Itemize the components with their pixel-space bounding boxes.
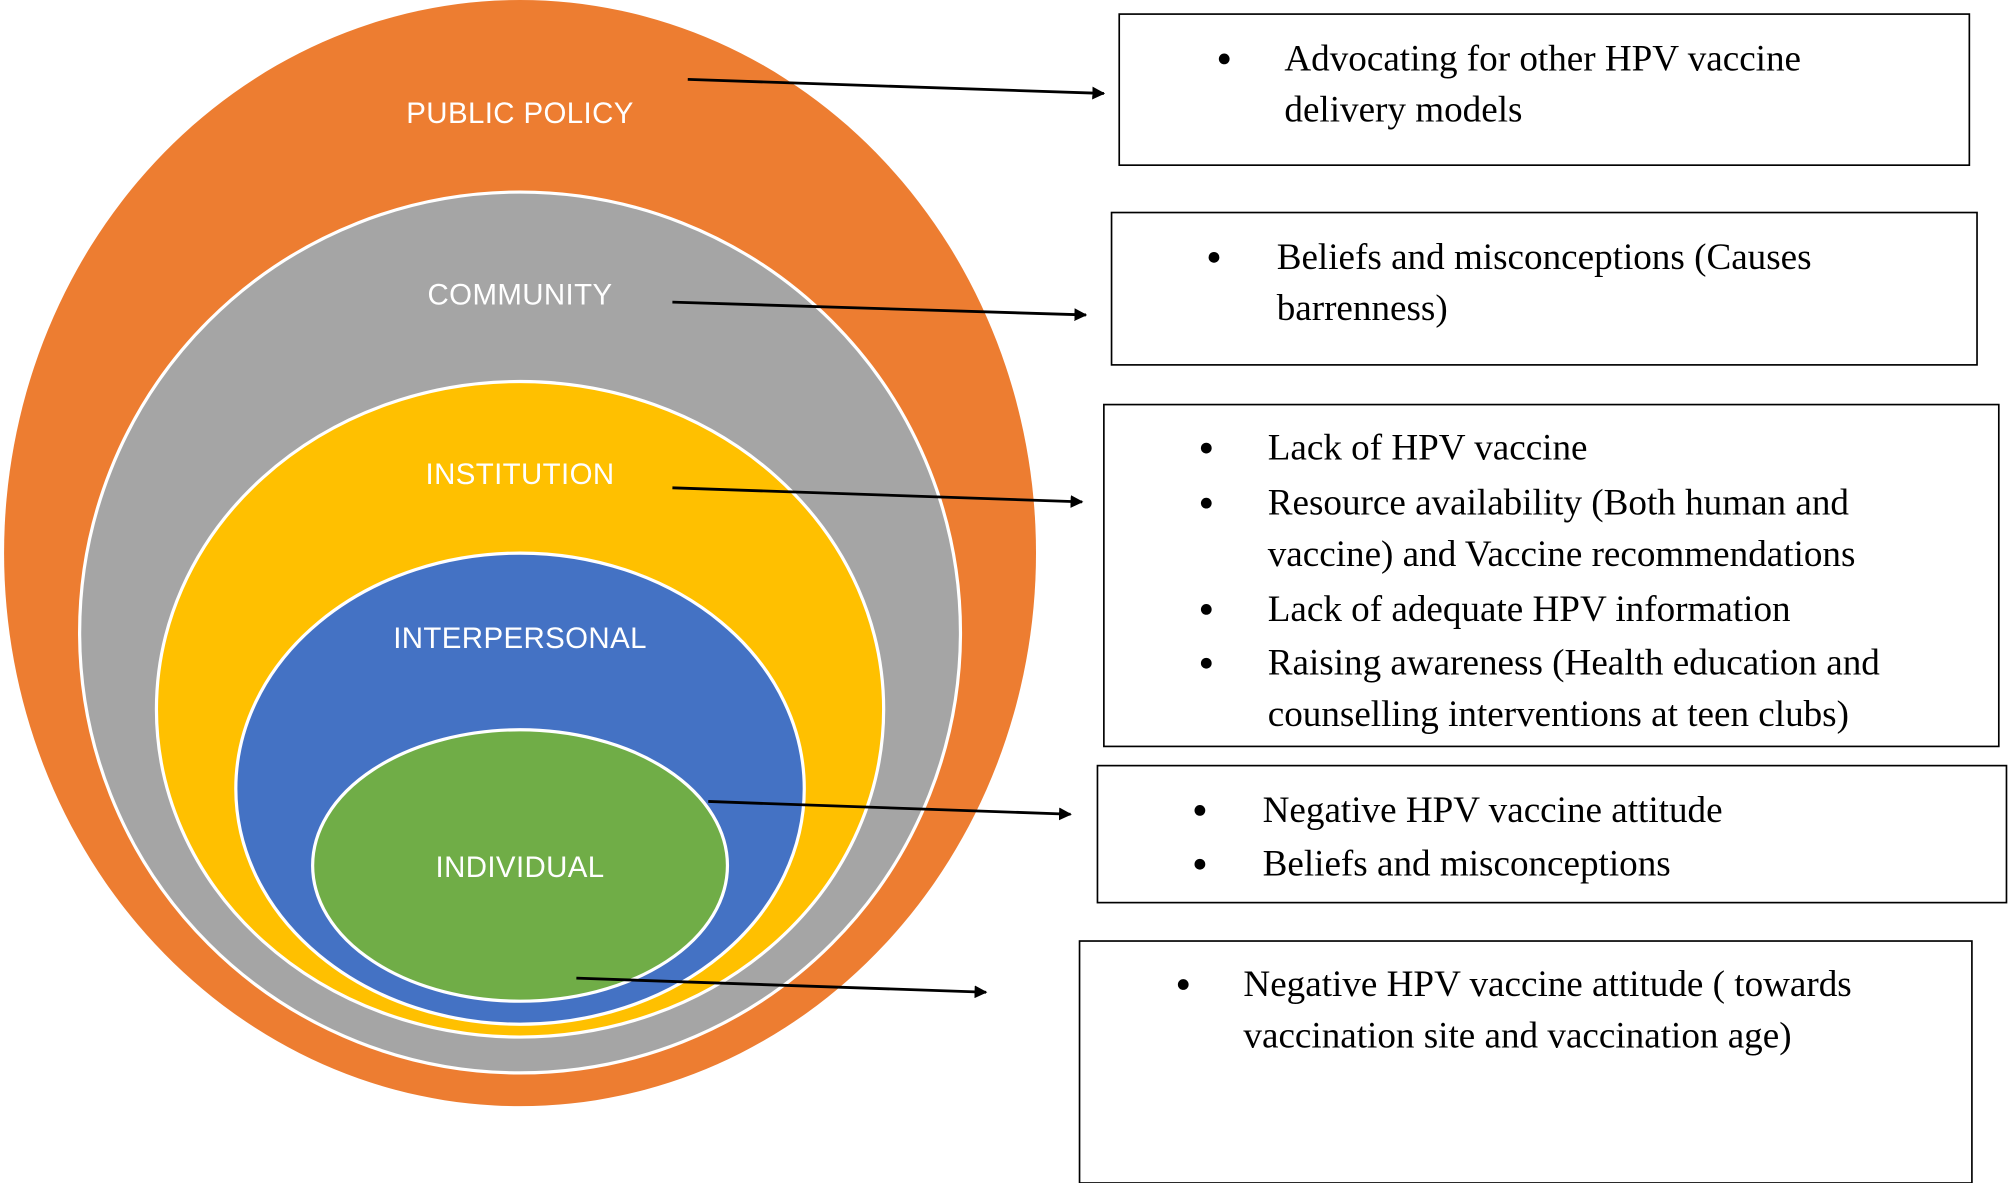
factor-text-line: Raising awareness (Health education and <box>1268 643 1881 684</box>
factor-text-line: Lack of adequate HPV information <box>1268 589 1791 630</box>
box-border <box>1096 764 2008 904</box>
public-policy-label: PUBLIC POLICY <box>406 97 634 130</box>
bullet-icon <box>1200 604 1212 615</box>
factor-text-line: counselling interventions at teen clubs) <box>1268 694 1849 735</box>
interpersonal-label: INTERPERSONAL <box>393 622 647 655</box>
community-label: COMMUNITY <box>428 279 613 312</box>
factor-text-line: vaccine) and Vaccine recommendations <box>1268 534 1856 575</box>
bullet-icon <box>1194 858 1206 870</box>
factor-text-line: Beliefs and misconceptions (Causes <box>1277 237 1812 278</box>
bullet-icon <box>1194 805 1206 816</box>
individual-factors-box: Negative HPV vaccine attitude ( towards v… <box>1078 940 1973 1183</box>
factor-text-line: Lack of HPV vaccine <box>1268 428 1588 469</box>
public-policy-arrow <box>687 77 1106 100</box>
factor-text-line: Negative HPV vaccine attitude <box>1263 790 1723 831</box>
bullet-icon <box>1208 251 1220 263</box>
box-border <box>1118 13 1971 166</box>
community-arrow <box>672 300 1088 321</box>
individual-ring <box>311 728 730 1003</box>
box-border <box>1103 403 2000 748</box>
institution-label: INSTITUTION <box>426 458 615 491</box>
individual-label: INDIVIDUAL <box>436 851 605 884</box>
interpersonal-arrow <box>708 800 1072 821</box>
factor-text-line: barrenness) <box>1277 288 1448 329</box>
public-policy-factors-box: Advocating for other HPV vaccine delivery… <box>1118 13 1971 166</box>
factor-text-line: Advocating for other HPV vaccine <box>1284 38 1801 79</box>
bullet-icon <box>1200 497 1212 509</box>
bullet-icon <box>1218 53 1230 65</box>
factor-text-line: Beliefs and misconceptions <box>1263 844 1671 885</box>
community-factors-box: Beliefs and misconceptions (Causes barren… <box>1110 211 1978 366</box>
institution-arrow <box>672 486 1084 508</box>
box-border <box>1110 211 1978 366</box>
bullet-icon <box>1177 979 1189 990</box>
factor-boxes: Advocating for other HPV vaccine delivery… <box>1078 13 2008 1183</box>
factor-text-line: delivery models <box>1284 90 1522 131</box>
bullet-icon <box>1200 657 1212 669</box>
factor-text-line: Negative HPV vaccine attitude ( towards <box>1243 964 1851 1005</box>
bullet-icon <box>1200 442 1212 454</box>
factor-text-line: vaccination site and vaccination age) <box>1243 1015 1791 1056</box>
individual-arrow <box>576 976 988 999</box>
factor-text-line: Resource availability (Both human and <box>1268 483 1850 524</box>
box-border <box>1078 940 1973 1183</box>
